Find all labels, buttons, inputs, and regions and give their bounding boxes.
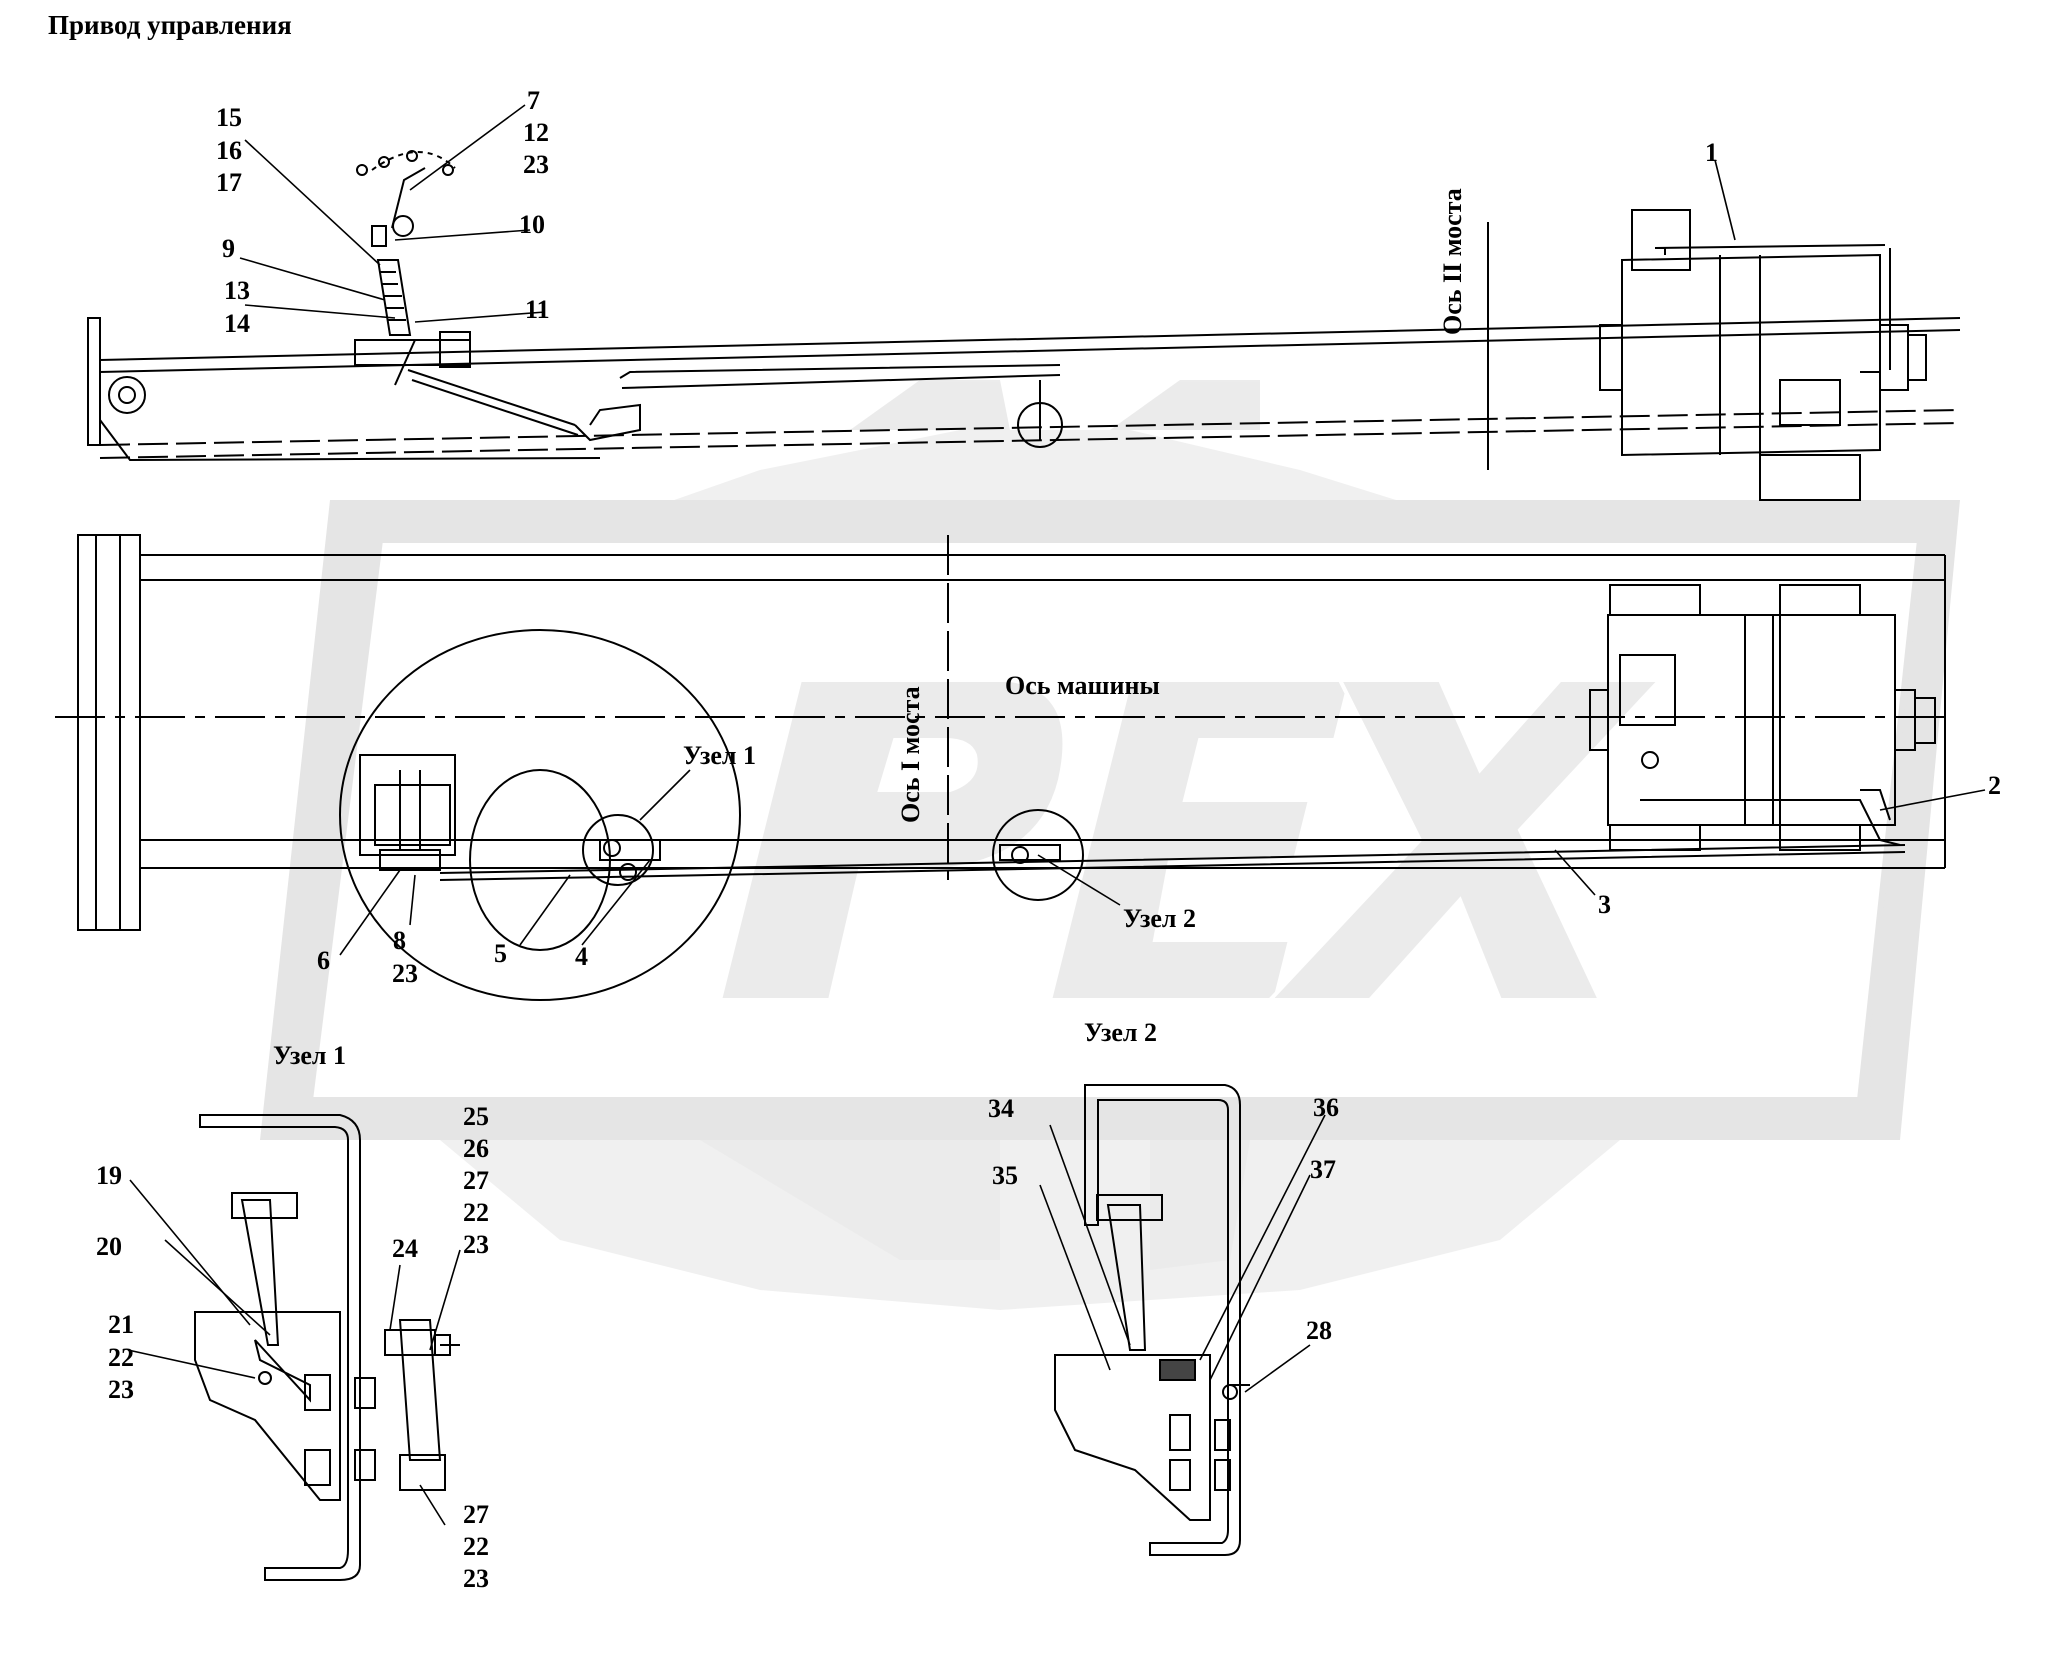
machine-axis-label: Ось машины bbox=[1005, 671, 1160, 700]
callout-23d: 23 bbox=[463, 1230, 489, 1259]
side-view bbox=[87, 150, 1961, 501]
callout-3: 3 bbox=[1598, 890, 1611, 919]
node2-detail-title: Узел 2 bbox=[1084, 1018, 1158, 1047]
callout-26: 26 bbox=[463, 1134, 489, 1163]
callout-23e: 23 bbox=[463, 1564, 489, 1593]
callout-25: 25 bbox=[463, 1102, 489, 1131]
leader-lines bbox=[127, 104, 1986, 1526]
callout-7: 7 bbox=[527, 86, 540, 115]
node1-callout: Узел 1 bbox=[683, 741, 757, 770]
callout-19: 19 bbox=[96, 1161, 122, 1190]
callout-35: 35 bbox=[992, 1161, 1018, 1190]
callout-27b: 27 bbox=[463, 1500, 489, 1529]
axle2-axis-label: Ось II моста bbox=[1438, 188, 1467, 335]
callout-16: 16 bbox=[216, 136, 242, 165]
callout-34: 34 bbox=[988, 1094, 1014, 1123]
callout-1: 1 bbox=[1705, 138, 1718, 167]
callout-15: 15 bbox=[216, 103, 242, 132]
node1-detail bbox=[194, 1114, 460, 1581]
callout-24: 24 bbox=[392, 1234, 418, 1263]
callout-10: 10 bbox=[519, 210, 545, 239]
callout-23b: 23 bbox=[392, 959, 418, 988]
callout-23a: 23 bbox=[523, 150, 549, 179]
callout-17: 17 bbox=[216, 168, 242, 197]
plan-view bbox=[55, 534, 1950, 1001]
watermark-logo bbox=[260, 380, 1960, 1310]
node2-detail bbox=[1054, 1084, 1250, 1556]
callout-21: 21 bbox=[108, 1310, 134, 1339]
callout-12: 12 bbox=[523, 118, 549, 147]
node1-detail-title: Узел 1 bbox=[273, 1041, 347, 1070]
node2-callout: Узел 2 bbox=[1123, 904, 1197, 933]
callout-13: 13 bbox=[224, 276, 250, 305]
callout-9: 9 bbox=[222, 234, 235, 263]
callout-36: 36 bbox=[1313, 1093, 1339, 1122]
callout-4: 4 bbox=[575, 942, 588, 971]
callout-11: 11 bbox=[525, 295, 550, 324]
callout-6: 6 bbox=[317, 946, 330, 975]
callout-22b: 22 bbox=[463, 1198, 489, 1227]
axle1-axis-label: Ось I моста bbox=[896, 686, 925, 823]
callout-14: 14 bbox=[224, 309, 250, 338]
callout-22c: 22 bbox=[463, 1532, 489, 1561]
callout-28: 28 bbox=[1306, 1316, 1332, 1345]
callout-22a: 22 bbox=[108, 1343, 134, 1372]
callout-23c: 23 bbox=[108, 1375, 134, 1404]
callout-5: 5 bbox=[494, 939, 507, 968]
callout-20: 20 bbox=[96, 1232, 122, 1261]
callout-2: 2 bbox=[1988, 771, 2001, 800]
drawing-title: Привод управления bbox=[48, 10, 292, 40]
callout-27a: 27 bbox=[463, 1166, 489, 1195]
callout-8: 8 bbox=[393, 926, 406, 955]
callout-37: 37 bbox=[1310, 1155, 1336, 1184]
